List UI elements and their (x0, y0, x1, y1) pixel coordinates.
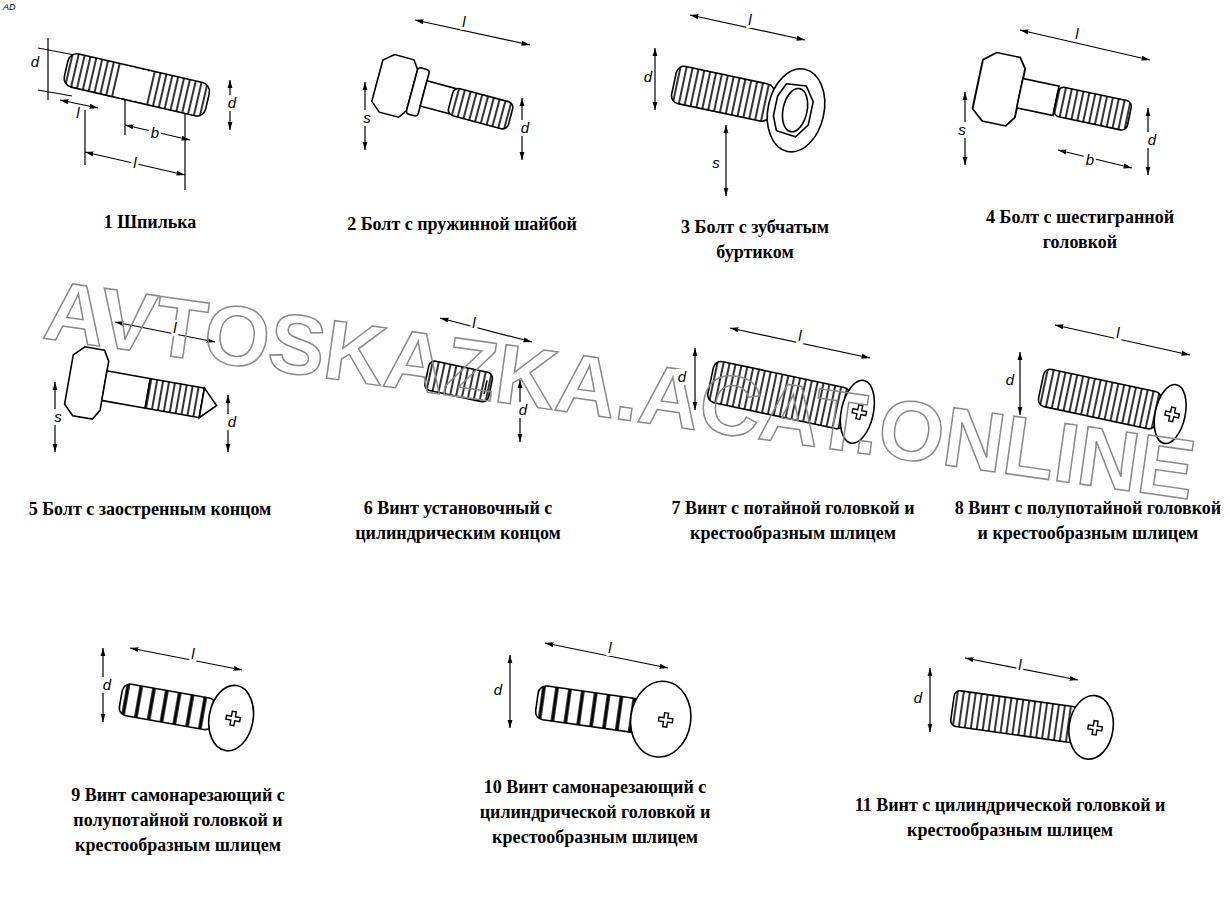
figure-caption: 8 Винт с полупотайной головкой и крестоо… (953, 496, 1223, 546)
dimension-letter: d (226, 414, 238, 430)
dimension-lines (38, 15, 1190, 732)
figure-caption: 2 Болт с пружинной шайбой (342, 212, 582, 237)
dimension-letter: l (606, 640, 613, 656)
corner-tag: AD (3, 2, 16, 12)
dimension-letter: d (1146, 132, 1158, 148)
dimension-letter: d (29, 54, 41, 70)
dimension-letter: d (676, 369, 688, 385)
figure-caption: 10 Винт самонарезающий с цилиндрической … (445, 775, 745, 850)
dimension-letter: d (519, 120, 531, 136)
fastener-drawings (62, 43, 1191, 762)
dimension-letter: l (1114, 325, 1121, 341)
dimension-letter: d (642, 69, 654, 85)
figure-caption: 9 Винт самонарезающий с полупотайной гол… (33, 783, 323, 858)
dimension-letter: l (470, 315, 477, 331)
dimension-letter: s (956, 122, 968, 138)
dimension-letter: s (710, 155, 722, 171)
figure-caption: 6 Винт установочный с цилиндрическим кон… (318, 496, 598, 546)
dimension-letter: l (171, 320, 178, 336)
dimension-letter: d (1004, 372, 1016, 388)
dimension-letter: d (492, 682, 504, 698)
dimension-letter: l (1073, 26, 1080, 42)
dimension-letter: d (101, 677, 113, 693)
dimension-letter: b (149, 125, 161, 141)
dimension-letter: s (52, 409, 64, 425)
dimension-letter: s (361, 110, 373, 126)
dimension-letter: l (460, 14, 467, 30)
dimension-letter: b (1084, 152, 1096, 168)
dimension-letter: l (131, 155, 138, 171)
figure-caption: 7 Винт с потайной головкой и крестообраз… (658, 496, 928, 546)
dimension-letter: d (226, 95, 238, 111)
dimension-letter: d (912, 690, 924, 706)
figure-caption: 11 Винт с цилиндрической головкой и крес… (850, 793, 1170, 843)
watermark: AVTOSKAZKA.ACAT.ONLINE (39, 265, 1200, 516)
figure-caption: 4 Болт с шестигранной головкой (955, 205, 1205, 255)
dimension-letter: l (74, 105, 81, 121)
dimension-letter: l (189, 646, 196, 662)
figure-caption: 1 Шпилька (20, 210, 280, 235)
dimension-letter: l (746, 12, 753, 28)
dimension-letter: d (517, 402, 529, 418)
figure-caption: 5 Болт с заостренным концом (25, 497, 275, 522)
figure-caption: 3 Болт с зубчатым буртиком (645, 215, 865, 265)
dimension-letter: l (796, 328, 803, 344)
dimension-letter: l (1016, 657, 1023, 673)
